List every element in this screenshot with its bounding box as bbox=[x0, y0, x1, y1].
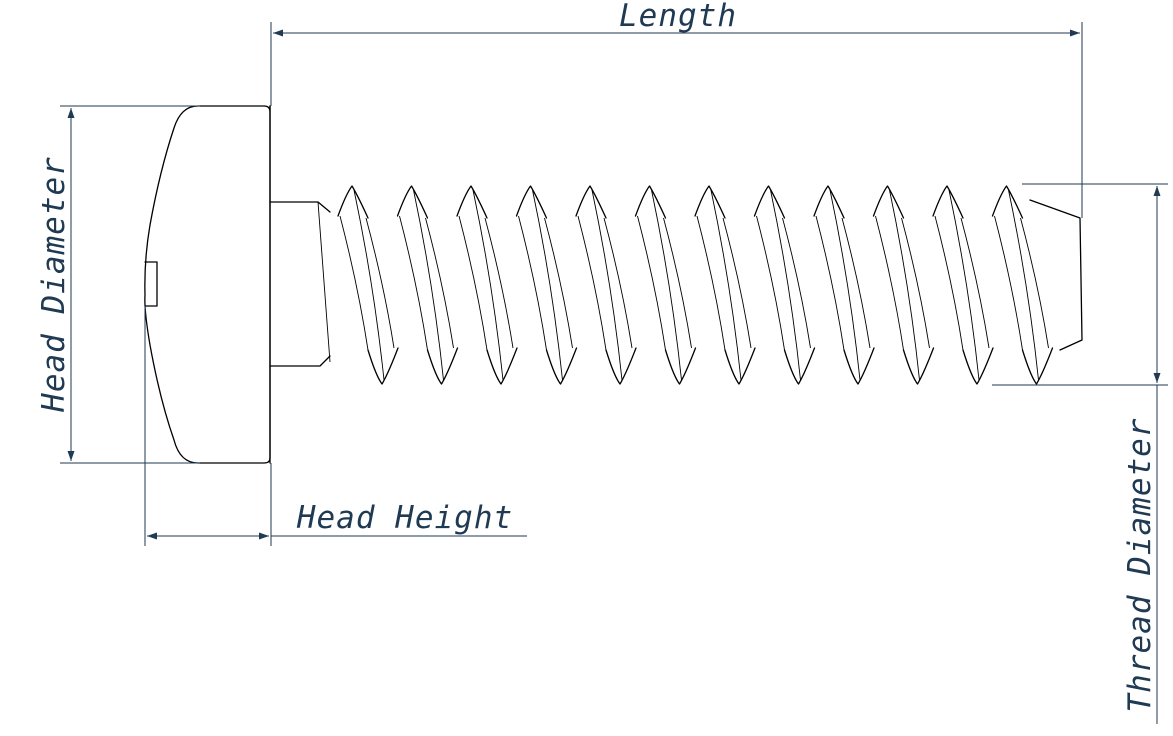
thread-root-line bbox=[484, 217, 514, 349]
thread-root-line bbox=[696, 215, 726, 351]
thread-flank bbox=[948, 189, 980, 381]
thread-root-line bbox=[544, 217, 573, 349]
thread-root-line bbox=[365, 217, 395, 349]
thread-flank bbox=[651, 189, 682, 381]
thread-crest-top bbox=[991, 185, 1024, 219]
thread-crest-bottom bbox=[486, 347, 518, 385]
thread-root-line bbox=[637, 215, 666, 351]
thread-crest-top bbox=[813, 185, 845, 219]
thread-flank bbox=[889, 189, 920, 381]
thread-root-line bbox=[425, 217, 454, 349]
thread-root-line bbox=[994, 215, 1023, 351]
thread-crest-top bbox=[337, 185, 369, 219]
thread-root-line bbox=[603, 217, 633, 349]
thread-crest-bottom bbox=[426, 347, 459, 385]
thread-flank bbox=[353, 189, 385, 381]
thread-flank bbox=[1008, 189, 1039, 381]
thread-crest-top bbox=[515, 185, 548, 219]
thread-root-line bbox=[663, 217, 692, 349]
thread-crest-bottom bbox=[664, 347, 697, 385]
thread-diameter-label: Thread Diameter bbox=[1122, 418, 1158, 713]
thread-crest-top bbox=[872, 185, 905, 219]
thread-crest-bottom bbox=[605, 347, 637, 385]
thread-root-line bbox=[815, 215, 845, 351]
thread-crest-top bbox=[575, 185, 607, 219]
thread-root-line bbox=[841, 217, 871, 349]
thread-root-line bbox=[934, 215, 964, 351]
thread-root-line bbox=[339, 215, 369, 351]
thread-root-line bbox=[722, 217, 752, 349]
thread-flank bbox=[472, 189, 504, 381]
thread-root-line bbox=[960, 217, 990, 349]
thread-crest-bottom bbox=[545, 347, 578, 385]
thread-crest-bottom bbox=[902, 347, 935, 385]
thread-root-line bbox=[756, 215, 785, 351]
thread-crest-top bbox=[396, 185, 429, 219]
thread-root-line bbox=[901, 217, 930, 349]
thread-crest-top bbox=[753, 185, 786, 219]
thread-root-line bbox=[458, 215, 488, 351]
head-height-label: Head Height bbox=[296, 500, 513, 536]
thread-crest-top bbox=[456, 185, 488, 219]
screw-slot bbox=[144, 261, 158, 307]
thread-root-line bbox=[1020, 217, 1049, 349]
thread-root-line bbox=[518, 215, 547, 351]
screw-tip bbox=[1029, 199, 1083, 351]
neck-edge bbox=[317, 201, 331, 363]
head-diameter-label: Head Diameter bbox=[36, 156, 72, 413]
thread-crest-bottom bbox=[1021, 347, 1054, 385]
thread-flank bbox=[710, 189, 742, 381]
thread-body bbox=[337, 185, 1054, 385]
thread-flank bbox=[829, 189, 861, 381]
thread-flank bbox=[532, 189, 563, 381]
screw-neck bbox=[269, 201, 331, 367]
thread-root-line bbox=[577, 215, 607, 351]
thread-crest-top bbox=[694, 185, 726, 219]
thread-crest-bottom bbox=[724, 347, 756, 385]
thread-flank bbox=[770, 189, 801, 381]
thread-flank bbox=[413, 189, 444, 381]
length-label: Length bbox=[619, 0, 737, 34]
thread-crest-bottom bbox=[367, 347, 399, 385]
screw-head-outline bbox=[144, 105, 271, 464]
thread-flank bbox=[591, 189, 623, 381]
thread-crest-top bbox=[634, 185, 667, 219]
thread-crest-bottom bbox=[783, 347, 816, 385]
thread-crest-bottom bbox=[962, 347, 994, 385]
thread-root-line bbox=[399, 215, 428, 351]
thread-crest-bottom bbox=[843, 347, 875, 385]
pan-head-screw bbox=[144, 105, 1083, 464]
thread-root-line bbox=[782, 217, 811, 349]
thread-root-line bbox=[875, 215, 904, 351]
thread-crest-top bbox=[932, 185, 964, 219]
